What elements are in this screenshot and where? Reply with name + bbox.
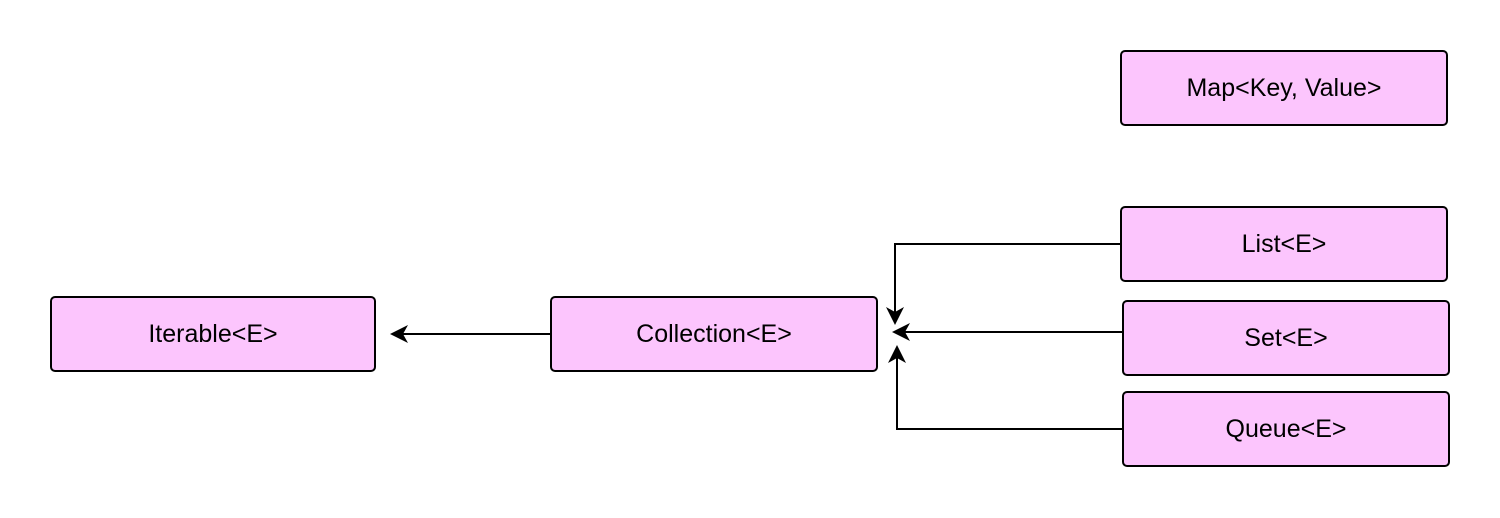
edge-queue-to-collection [888, 345, 1122, 430]
node-map-label: Map<Key, Value> [1186, 73, 1382, 102]
node-iterable[interactable]: Iterable<E> [50, 296, 376, 372]
node-iterable-label: Iterable<E> [148, 319, 278, 348]
node-queue[interactable]: Queue<E> [1122, 391, 1450, 467]
arrowhead-icon [886, 307, 904, 325]
node-list[interactable]: List<E> [1120, 206, 1448, 282]
node-set[interactable]: Set<E> [1122, 300, 1450, 376]
arrowhead-icon [892, 323, 910, 341]
edge-list-to-collection [886, 243, 1120, 325]
arrowhead-icon [888, 345, 906, 363]
arrowhead-icon [390, 325, 408, 343]
node-collection[interactable]: Collection<E> [550, 296, 878, 372]
edge-collection-to-iterable [390, 325, 550, 343]
edge-set-to-collection [892, 323, 1122, 341]
node-list-label: List<E> [1241, 229, 1327, 258]
node-set-label: Set<E> [1244, 323, 1328, 352]
node-queue-label: Queue<E> [1225, 414, 1347, 443]
node-map[interactable]: Map<Key, Value> [1120, 50, 1448, 126]
node-collection-label: Collection<E> [636, 319, 792, 348]
